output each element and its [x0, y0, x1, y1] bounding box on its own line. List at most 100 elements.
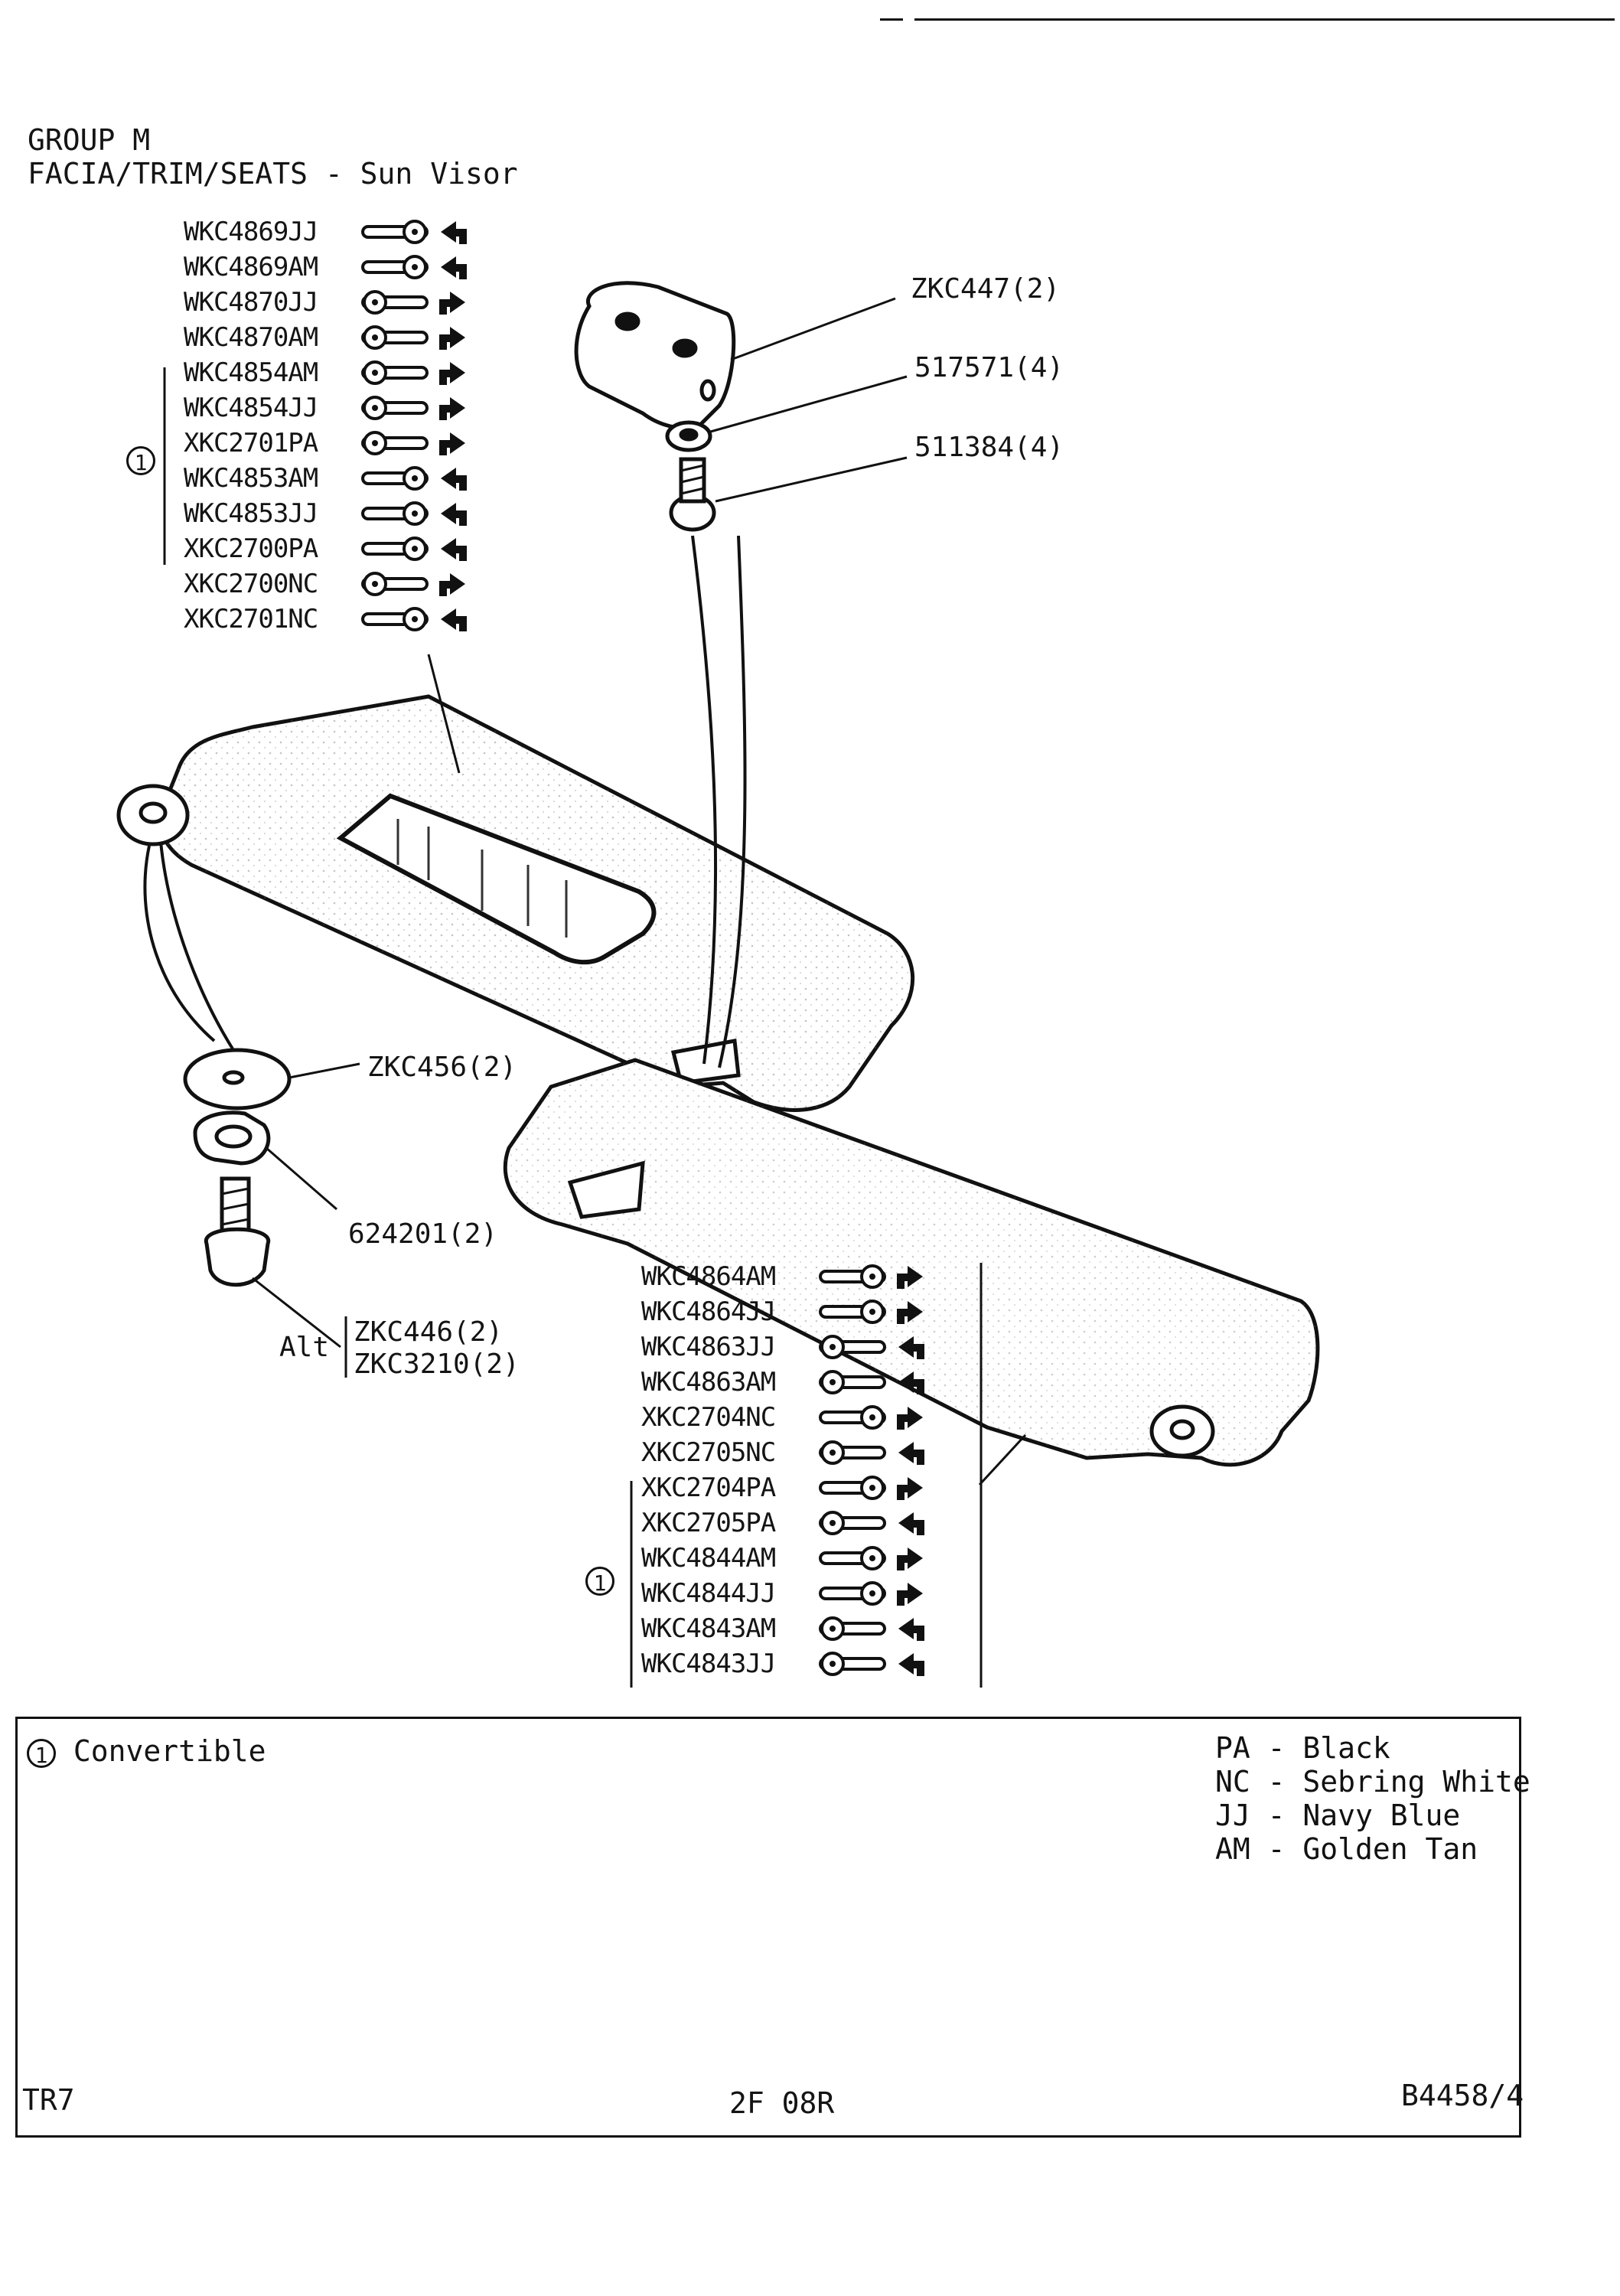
rod-and-arrow-icon: [819, 1405, 923, 1430]
clip-zkc447: [574, 281, 736, 430]
part-row: WKC4853JJ: [184, 496, 474, 531]
part-number: XKC2705NC: [641, 1437, 776, 1468]
footer-ref: 2F 08R: [729, 2086, 835, 2120]
part-number: WKC4869AM: [184, 252, 318, 282]
part-row: XKC2705PA: [641, 1505, 932, 1541]
upper-sun-visor: [116, 694, 915, 1112]
bracket-624201: [193, 1110, 271, 1166]
top-parts-list: WKC4869JJ WKC4869AM WKC4870JJ WKC4870AM WKC4…: [184, 214, 474, 637]
legend-box: 1 Convertible PA - Black NC - Sebring Wh…: [15, 1717, 1530, 2138]
screw-zkc446: [204, 1176, 270, 1287]
part-number: WKC4854JJ: [184, 393, 318, 423]
footer-code: B4458/4: [1401, 2079, 1524, 2112]
part-row: XKC2700PA: [184, 531, 474, 566]
part-row: WKC4863JJ: [641, 1329, 932, 1365]
footer-model: TR7: [22, 2083, 75, 2117]
rod-and-arrow-icon: [361, 607, 467, 631]
rod-and-arrow-icon: [361, 572, 465, 596]
rod-and-arrow-icon: [361, 466, 467, 491]
part-number: WKC4869JJ: [184, 217, 318, 247]
callout-517571: 517571(4): [914, 352, 1064, 383]
callout-624201: 624201(2): [348, 1218, 498, 1250]
rod-and-arrow-icon: [819, 1546, 923, 1570]
part-row: WKC4870AM: [184, 320, 474, 355]
callout-zkc3210: ZKC3210(2): [354, 1349, 520, 1380]
convertible-marker-bottom: 1: [585, 1563, 614, 1598]
part-number: WKC4853JJ: [184, 498, 318, 529]
part-row: WKC4869AM: [184, 249, 474, 285]
part-row: WKC4843JJ: [641, 1646, 932, 1681]
part-row: WKC4854AM: [184, 355, 474, 390]
washer-zkc456: [183, 1048, 292, 1110]
part-row: XKC2705NC: [641, 1435, 932, 1470]
leader-511384: [715, 456, 908, 503]
rod-and-arrow-icon: [361, 360, 465, 385]
part-row: XKC2701PA: [184, 426, 474, 461]
part-number: XKC2701PA: [184, 428, 318, 458]
colour-key-entry: JJ - Navy Blue: [1215, 1799, 1461, 1832]
washer-517571: [665, 420, 712, 452]
colour-key-entry: NC - Sebring White: [1215, 1765, 1530, 1799]
rod-and-arrow-icon: [819, 1300, 923, 1324]
lower-sun-visor: [503, 1058, 1320, 1467]
leader-517571: [707, 375, 908, 434]
assembly-line: [718, 535, 747, 1068]
rod-and-arrow-icon: [361, 255, 467, 279]
part-number: WKC4864AM: [641, 1261, 776, 1292]
part-row: WKC4869JJ: [184, 214, 474, 249]
rod-and-arrow-icon: [361, 290, 465, 315]
part-number: WKC4844AM: [641, 1543, 776, 1574]
assembly-line: [159, 841, 235, 1052]
assembly-line: [691, 535, 718, 1065]
leader-zkc456: [288, 1062, 360, 1079]
screw-511384: [669, 457, 716, 532]
rod-and-arrow-icon: [361, 396, 465, 420]
top-rule: [914, 18, 1615, 21]
part-row: WKC4870JJ: [184, 285, 474, 320]
rod-and-arrow-icon: [819, 1616, 924, 1641]
part-number: WKC4843AM: [641, 1613, 776, 1644]
colour-key-entry: AM - Golden Tan: [1215, 1832, 1478, 1866]
rod-and-arrow-icon: [819, 1440, 924, 1465]
callout-zkc447: ZKC447(2): [911, 273, 1061, 305]
part-number: XKC2700PA: [184, 533, 318, 564]
rod-and-arrow-icon: [361, 431, 465, 455]
part-number: WKC4870AM: [184, 322, 318, 353]
leader-bottom-parts: [978, 1433, 1027, 1486]
part-row: WKC4863AM: [641, 1365, 932, 1400]
part-row: WKC4864AM: [641, 1259, 932, 1294]
callout-alt: Alt: [279, 1332, 330, 1363]
part-number: XKC2701NC: [184, 604, 318, 634]
rod-and-arrow-icon: [819, 1581, 923, 1606]
rod-and-arrow-icon: [361, 536, 467, 561]
top-rule-dash: [880, 18, 903, 21]
rod-and-arrow-icon: [819, 1335, 924, 1359]
part-number: XKC2705PA: [641, 1508, 776, 1538]
part-number: WKC4870JJ: [184, 287, 318, 318]
callout-zkc446: ZKC446(2): [354, 1316, 504, 1348]
part-number: WKC4854AM: [184, 357, 318, 388]
part-number: WKC4843JJ: [641, 1649, 776, 1679]
rod-and-arrow-icon: [819, 1476, 923, 1500]
rod-and-arrow-icon: [819, 1264, 923, 1289]
part-row: WKC4864JJ: [641, 1294, 932, 1329]
assembly-line: [143, 845, 216, 1042]
part-number: WKC4863AM: [641, 1367, 776, 1397]
convertible-marker-top: 1: [126, 442, 155, 478]
part-number: WKC4844JJ: [641, 1578, 776, 1609]
callout-511384: 511384(4): [914, 432, 1064, 463]
part-row: WKC4853AM: [184, 461, 474, 496]
colour-key: PA - Black NC - Sebring White JJ - Navy …: [1215, 1731, 1530, 1866]
part-number: WKC4864JJ: [641, 1296, 776, 1327]
part-row: XKC2701NC: [184, 602, 474, 637]
group-heading: GROUP M: [28, 123, 151, 157]
part-row: XKC2700NC: [184, 566, 474, 602]
leader-zkc447: [730, 297, 896, 361]
part-number: WKC4853AM: [184, 463, 318, 494]
rod-and-arrow-icon: [819, 1511, 924, 1535]
part-number: XKC2700NC: [184, 569, 318, 599]
rod-and-arrow-icon: [819, 1370, 924, 1394]
callout-zkc456: ZKC456(2): [367, 1052, 517, 1083]
